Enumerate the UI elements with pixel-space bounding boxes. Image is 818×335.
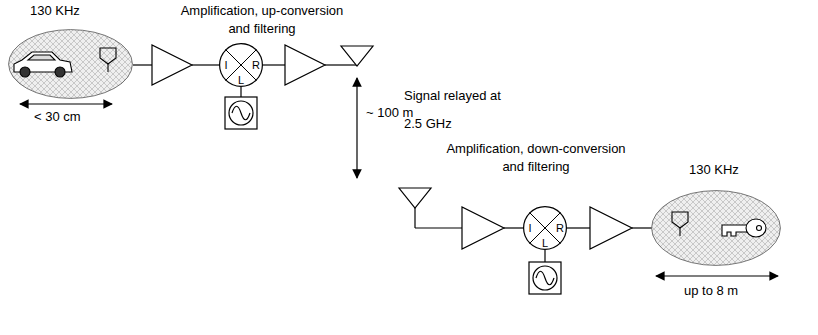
wire <box>263 64 285 65</box>
wire <box>415 227 462 228</box>
node-outline <box>651 190 781 266</box>
wire <box>192 64 220 65</box>
car-wheel <box>55 67 65 77</box>
oscillator-symbol <box>225 97 257 129</box>
key-illustration <box>757 226 762 231</box>
sine-wave <box>536 271 554 285</box>
loop-antenna <box>679 228 680 236</box>
amplifier-symbol <box>285 45 325 85</box>
port-label: R <box>556 223 564 234</box>
wire <box>325 64 357 65</box>
dimension-arrow <box>20 103 112 104</box>
port-label: I <box>224 60 227 71</box>
antenna-symbol <box>341 46 373 66</box>
loop-antenna <box>107 64 108 72</box>
distance-arrow <box>356 78 357 178</box>
annotation-label: ~ 100 m <box>366 104 413 122</box>
oscillator-symbol <box>529 262 561 294</box>
frequency-label: 130 KHz <box>689 162 739 177</box>
node-outline <box>8 29 133 99</box>
annotation-label: Amplification, up-conversion and filteri… <box>176 2 348 38</box>
oscillator-symbol <box>533 266 557 290</box>
wire <box>504 227 524 228</box>
sine-wave <box>232 106 250 120</box>
wire <box>133 64 152 65</box>
amplifier-symbol <box>152 45 192 85</box>
wire <box>632 227 652 228</box>
loop-antenna <box>100 48 116 64</box>
antenna-field-ellipse: 130 KHz <box>8 29 133 99</box>
oscillator-symbol <box>229 101 253 125</box>
wire <box>566 227 590 228</box>
ellipse-outline <box>652 191 781 266</box>
wire <box>240 87 241 97</box>
frequency-label: 130 KHz <box>30 3 80 18</box>
mixer-outline <box>220 44 263 87</box>
mixer-circle: I RL <box>523 206 567 250</box>
key-illustration <box>746 219 766 237</box>
annotation-label: up to 8 m <box>684 282 738 300</box>
car-wheel <box>20 67 30 77</box>
amplifier-symbol <box>590 207 632 249</box>
ellipse-outline <box>9 30 133 99</box>
annotation-label: Amplification, down-conversion and filte… <box>436 140 636 176</box>
wire <box>544 250 545 262</box>
port-label: I <box>528 223 531 234</box>
amplifier-symbol <box>462 207 504 249</box>
mixer-circle: I RL <box>219 43 263 87</box>
car-window <box>28 55 55 60</box>
antenna-field-ellipse: 130 KHz <box>651 190 781 266</box>
key-illustration <box>722 225 748 236</box>
dimension-arrow <box>656 275 778 276</box>
annotation-label: < 30 cm <box>34 108 81 126</box>
annotation-label: Signal relayed at 2.5 GHz <box>404 82 504 138</box>
port-label: L <box>542 238 548 249</box>
loop-antenna <box>672 212 688 228</box>
mixer-outline <box>524 207 567 250</box>
port-label: R <box>252 60 260 71</box>
port-label: L <box>238 75 244 86</box>
antenna-symbol <box>399 188 431 208</box>
car-illustration <box>14 52 72 72</box>
